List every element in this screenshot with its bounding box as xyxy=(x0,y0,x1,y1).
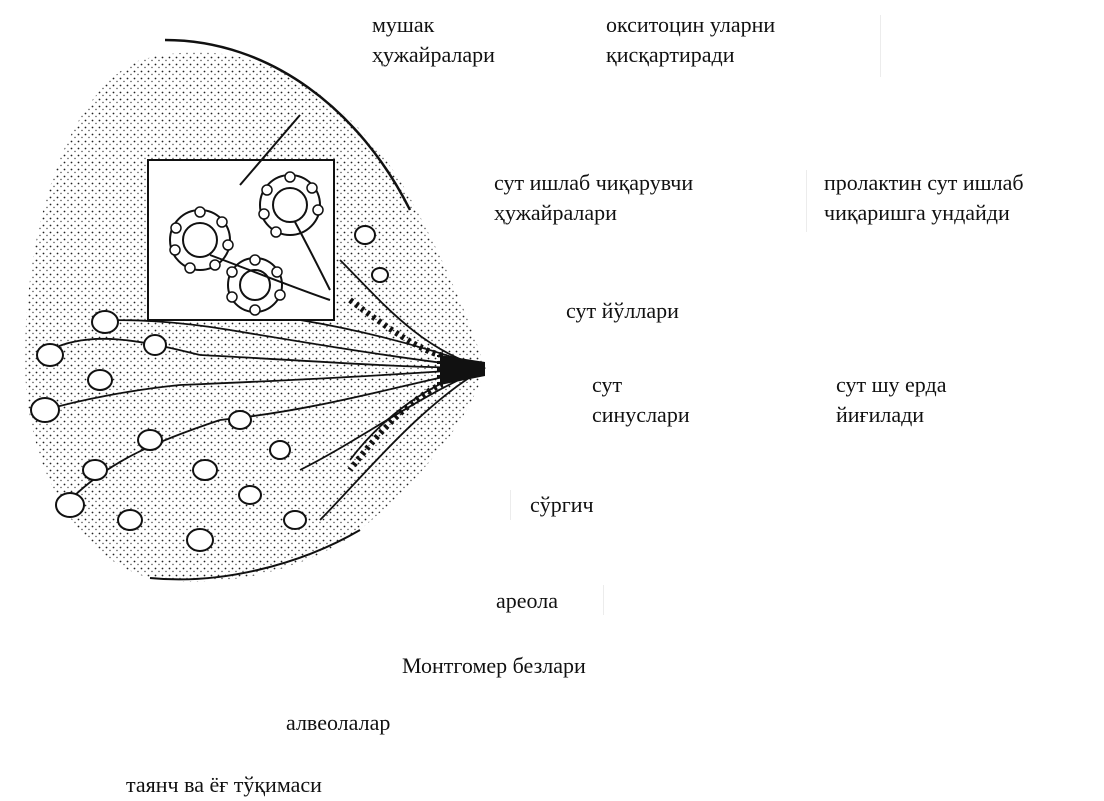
label-tissue: таянч ва ёғ тўқимаси xyxy=(126,770,322,800)
label-milk-producing-cells: сут ишлаб чиқарувчи ҳужайралари xyxy=(494,168,693,228)
divider-line xyxy=(510,490,511,520)
label-montgomery-glands: Монтгомер безлари xyxy=(402,651,586,681)
label-milk-collects: сут шу ерда йиғилади xyxy=(836,370,946,430)
label-prolactin: пролактин сут ишлаб чиқаришга ундайди xyxy=(824,168,1024,228)
label-muscle-cells: мушак ҳужайралари xyxy=(372,10,495,70)
divider-line xyxy=(603,585,604,615)
label-alveoli: алвеолалар xyxy=(286,708,390,738)
label-milk-ducts: сут йўллари xyxy=(566,296,679,326)
divider-line xyxy=(806,170,807,232)
label-milk-sinuses: сут синуслари xyxy=(592,370,690,430)
label-areola: ареола xyxy=(496,586,558,616)
label-oxytocin: окситоцин уларни қисқартиради xyxy=(606,10,775,70)
divider-line xyxy=(880,15,881,77)
label-nipple: сўргич xyxy=(530,490,594,520)
